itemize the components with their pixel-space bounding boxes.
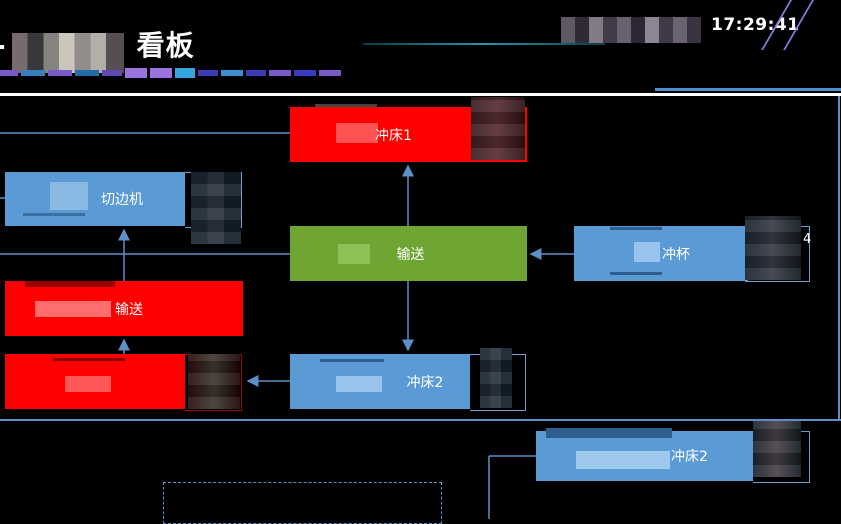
date-redacted-block bbox=[561, 17, 701, 43]
machine-status-bar bbox=[25, 281, 115, 287]
machine-status-bar bbox=[315, 104, 377, 107]
header-center-line bbox=[363, 43, 605, 45]
header-divider bbox=[0, 93, 841, 96]
machine-photo bbox=[480, 348, 512, 408]
machine-punch2-b[interactable]: 冲床2 bbox=[536, 428, 753, 481]
machine-status-bar bbox=[320, 359, 384, 362]
empty-slot-outline bbox=[163, 482, 442, 524]
machine-status-bar bbox=[546, 428, 672, 438]
machine-name-redacted bbox=[336, 123, 378, 143]
machine-name-redacted bbox=[35, 301, 111, 317]
panel-right-border bbox=[838, 96, 840, 421]
machine-label: 切边机 bbox=[101, 192, 143, 208]
conveyor-left[interactable]: 输送 bbox=[5, 281, 243, 336]
page-title: -看板 bbox=[0, 29, 195, 62]
machine-count: 4 bbox=[803, 232, 812, 247]
machine-label: 冲床2 bbox=[406, 374, 444, 391]
title-redacted-block bbox=[12, 33, 124, 73]
header-right-underline bbox=[655, 88, 841, 91]
machine-label: 冲杯 bbox=[662, 246, 690, 263]
machine-name-redacted bbox=[338, 244, 370, 264]
machine-status-bar bbox=[53, 358, 125, 361]
machine-photo bbox=[188, 354, 240, 409]
machine-label: 输送 bbox=[115, 301, 143, 318]
machine-status-bar bbox=[610, 227, 662, 230]
section-divider bbox=[0, 419, 841, 421]
machine-label: 输送 bbox=[396, 246, 425, 263]
machine-status-bar bbox=[610, 272, 662, 275]
machine-name-redacted bbox=[576, 451, 670, 469]
conveyor-main[interactable]: 输送 bbox=[290, 226, 527, 281]
machine-alarm-left[interactable] bbox=[5, 354, 185, 409]
machine-punch2[interactable]: 冲床2 bbox=[290, 354, 470, 409]
machine-name-redacted bbox=[336, 376, 382, 392]
machine-name-redacted bbox=[634, 242, 660, 262]
machine-status-bar bbox=[23, 213, 85, 216]
machine-photo bbox=[471, 97, 525, 160]
machine-label: 冲床2 bbox=[671, 449, 708, 465]
machine-punch-cup[interactable]: 冲杯 bbox=[574, 226, 748, 281]
machine-photo bbox=[745, 216, 801, 280]
machine-punch1[interactable]: 冲床1 bbox=[290, 97, 527, 162]
machine-name-redacted bbox=[65, 376, 111, 392]
machine-name-redacted bbox=[50, 182, 88, 210]
title-underline-decoration bbox=[0, 68, 341, 78]
machine-photo bbox=[191, 172, 241, 244]
machine-photo bbox=[753, 421, 801, 477]
machine-label: 冲床1 bbox=[375, 127, 412, 144]
machine-trimmer[interactable]: 切边机 bbox=[5, 172, 185, 226]
